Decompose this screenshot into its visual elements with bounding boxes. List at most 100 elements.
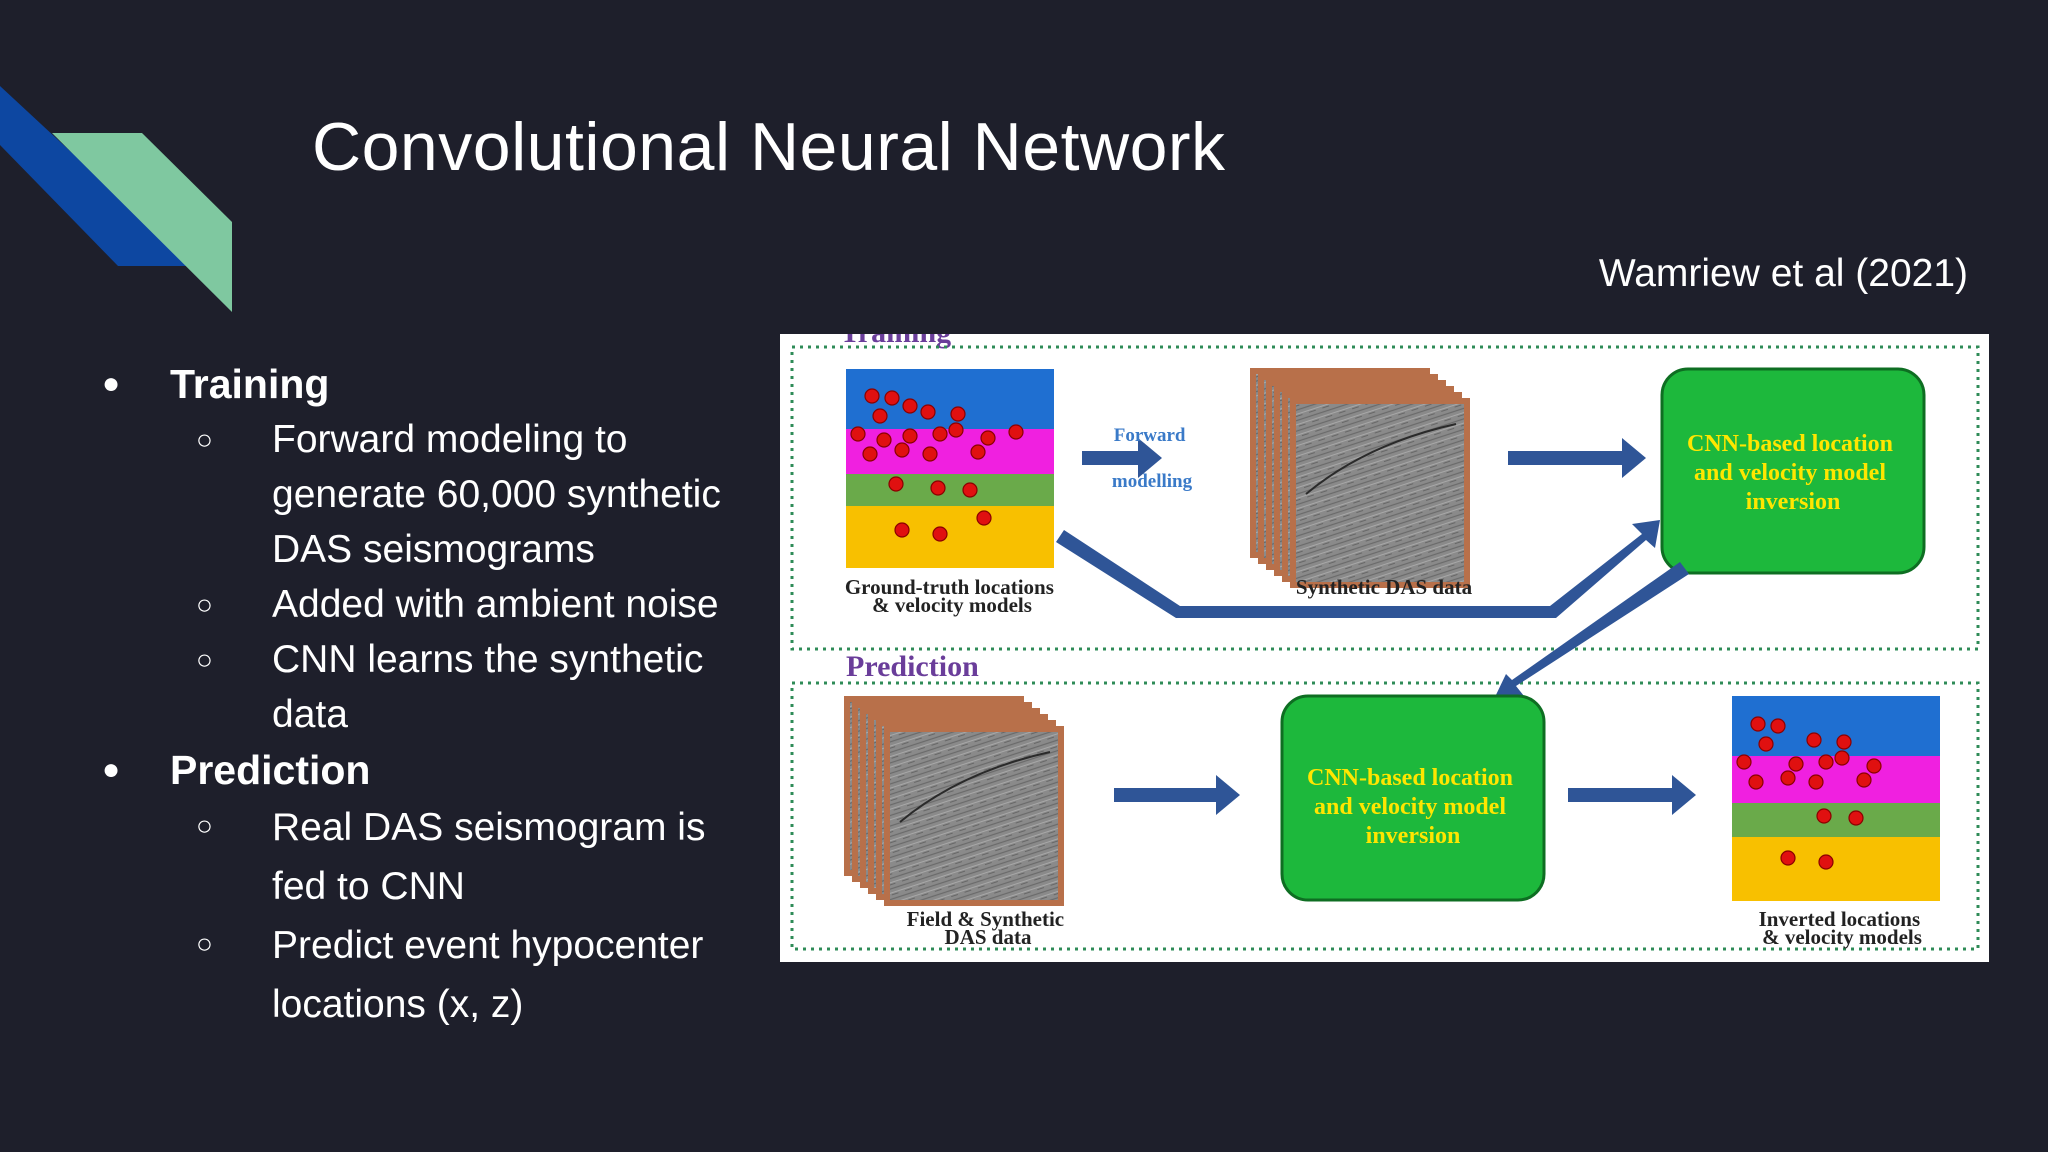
- cnn-box-prediction: [1280, 694, 1546, 902]
- event-dot: [932, 526, 948, 542]
- sub-bullet-line: CNN learns the synthetic: [272, 638, 704, 681]
- deco-green-stripe: [52, 133, 232, 312]
- event-dot: [888, 476, 904, 492]
- sub-bullet: ○ CNN learns the synthetic data: [170, 632, 776, 742]
- sub-bullet: ○ Predict event hypocenter locations (x,…: [170, 916, 776, 1034]
- event-dot: [1818, 754, 1834, 770]
- sub-bullet: ○ Added with ambient noise: [170, 577, 776, 632]
- bullet-training: ● Training ○ Forward modeling to generat…: [96, 356, 776, 742]
- cnn-box-text: and velocity model: [1314, 794, 1506, 820]
- event-dot: [920, 404, 936, 420]
- bullet-dot-icon: ●: [102, 753, 121, 786]
- event-dot: [872, 408, 888, 424]
- bullet-ring-icon: ○: [196, 644, 213, 675]
- training-panel: [790, 345, 1980, 651]
- bullet-heading: Training: [170, 361, 330, 407]
- cnn-box-text: CNN-based location: [1687, 431, 1893, 457]
- cnn-box-text: inversion: [1746, 489, 1841, 515]
- sub-bullet: ○ Real DAS seismogram is fed to CNN: [170, 798, 776, 916]
- model-layer: [846, 429, 1054, 474]
- sub-bullet-line: locations (x, z): [272, 983, 524, 1026]
- event-dot: [948, 422, 964, 438]
- sub-bullet-line: data: [272, 693, 348, 736]
- synthetic-caption: Synthetic DAS data: [1296, 575, 1473, 599]
- slide-title: Convolutional Neural Network: [312, 109, 1226, 185]
- bullet-heading: Prediction: [170, 747, 371, 793]
- forward-label: modelling: [1112, 471, 1193, 492]
- event-dot: [950, 406, 966, 422]
- event-dot: [894, 442, 910, 458]
- sub-bullet-line: fed to CNN: [272, 865, 465, 908]
- event-dot: [850, 426, 866, 442]
- event-dot: [1788, 756, 1804, 772]
- model-layer: [846, 506, 1054, 568]
- citation: Wamriew et al (2021): [1598, 252, 1968, 295]
- event-dot: [864, 388, 880, 404]
- cnn-box-text: CNN-based location: [1307, 765, 1513, 791]
- field-das-stack: [844, 696, 1064, 906]
- ground-truth-caption: Ground-truth locations: [845, 575, 1054, 599]
- seismogram-trace: [899, 751, 1051, 823]
- event-dot: [1848, 810, 1864, 826]
- event-dot: [1866, 758, 1882, 774]
- svg-text:Field & Synthetic DAS da: Field & Synthetic DAS data: [907, 907, 1070, 949]
- cnn-box-training: [1660, 367, 1926, 575]
- arrow-forward-modelling: [1082, 438, 1162, 478]
- event-dot: [1806, 732, 1822, 748]
- inverted-model: [1732, 696, 1940, 901]
- model-layer: [1732, 837, 1940, 901]
- event-dot: [1816, 808, 1832, 824]
- event-dot: [1808, 774, 1824, 790]
- inverted-caption: & velocity models: [1762, 925, 1922, 949]
- svg-text:CNN-based location and v: CNN-based location and velocity model in…: [1307, 765, 1519, 849]
- prediction-panel-label: Prediction: [846, 650, 979, 683]
- event-dot: [1750, 716, 1766, 732]
- event-dot: [1758, 736, 1774, 752]
- svg-text:Ground-truth locations &: Ground-truth locations & velocity models: [845, 575, 1059, 617]
- prediction-panel: [790, 681, 1980, 951]
- event-dot: [862, 446, 878, 462]
- sub-bullet-line: Added with ambient noise: [272, 583, 719, 626]
- bullet-ring-icon: ○: [196, 424, 213, 455]
- event-dot: [894, 522, 910, 538]
- bullet-list: ● Training ○ Forward modeling to generat…: [96, 356, 776, 1034]
- event-dot: [980, 430, 996, 446]
- event-dot: [884, 390, 900, 406]
- event-dot: [902, 428, 918, 444]
- event-dot: [1856, 772, 1872, 788]
- ground-truth-caption: & velocity models: [872, 593, 1032, 617]
- bullet-ring-icon: ○: [196, 810, 213, 841]
- event-dot: [930, 480, 946, 496]
- event-dot: [902, 398, 918, 414]
- seismogram-panel: [890, 732, 1058, 900]
- svg-text:CNN-based location and v: CNN-based location and velocity model in…: [1687, 431, 1899, 515]
- field-caption: DAS data: [945, 925, 1032, 949]
- cnn-box-text: inversion: [1366, 823, 1461, 849]
- bullet-prediction: ● Prediction ○ Real DAS seismogram is fe…: [96, 742, 776, 1034]
- event-dot: [922, 446, 938, 462]
- seismogram-panel: [1296, 404, 1464, 582]
- bullet-ring-icon: ○: [196, 928, 213, 959]
- ground-truth-model: [846, 369, 1054, 568]
- event-dot: [962, 482, 978, 498]
- arrow-to-cnn: [1508, 438, 1646, 478]
- event-dot: [1780, 850, 1796, 866]
- model-layer: [846, 474, 1054, 506]
- seismogram-trace: [1305, 423, 1457, 495]
- corner-decoration: [0, 86, 232, 312]
- arrow-cnn-to-inverted: [1568, 775, 1696, 815]
- sub-bullet-line: generate 60,000 synthetic: [272, 473, 721, 516]
- event-dot: [1748, 774, 1764, 790]
- forward-label: Forward: [1114, 425, 1186, 446]
- event-dot: [1834, 750, 1850, 766]
- model-layer: [1732, 756, 1940, 803]
- svg-text:Inverted locations & vel: Inverted locations & velocity models: [1759, 907, 1926, 949]
- field-caption: Field & Synthetic: [907, 907, 1065, 931]
- bullet-ring-icon: ○: [196, 589, 213, 620]
- sub-bullet-line: Forward modeling to: [272, 418, 628, 461]
- model-layer: [1732, 803, 1940, 837]
- workflow-figure: Training Prediction Ground-truth locatio…: [780, 334, 1989, 962]
- event-dot: [976, 510, 992, 526]
- event-dot: [1770, 718, 1786, 734]
- event-dot: [876, 432, 892, 448]
